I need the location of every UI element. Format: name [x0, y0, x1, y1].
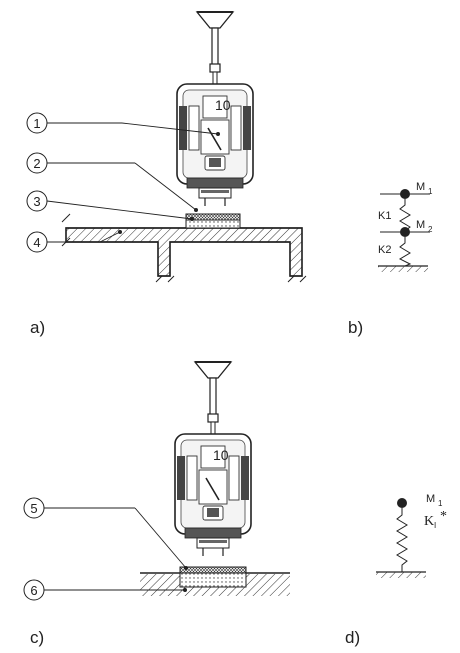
mass-m2-label: M [416, 219, 425, 231]
panel-d-model [376, 498, 426, 578]
panel-label-b: b) [348, 318, 363, 337]
mass-m1-subscript-d: 1 [438, 499, 443, 508]
callout-4: 4 [26, 230, 122, 253]
spring-k2-label: K2 [378, 244, 391, 256]
callout-5: 5 [23, 497, 188, 570]
panel-b-model [378, 189, 430, 272]
panel-label-d: d) [345, 628, 360, 647]
callout-2: 2 [26, 152, 198, 212]
mass-m1-label: M [416, 181, 425, 193]
spring-k1-star-label: K [424, 514, 434, 529]
mass-m2-subscript: 2 [428, 225, 433, 234]
mass-m1-subscript: 1 [428, 187, 433, 196]
spring-k1-star-asterisk: * [440, 509, 447, 524]
callout-3: 3 [26, 190, 194, 221]
mass-m1-label-d: M [426, 493, 435, 505]
panel-label-a: a) [30, 318, 45, 337]
machine-display-a: 10 [215, 97, 231, 113]
spring-k1-label: K1 [378, 210, 391, 222]
svg-text:2: 2 [33, 156, 40, 171]
svg-text:4: 4 [33, 235, 40, 250]
svg-text:5: 5 [30, 501, 37, 516]
svg-text:1: 1 [33, 116, 40, 131]
machine-display-c: 10 [213, 447, 229, 463]
panel-c-drawing [140, 361, 290, 596]
svg-text:6: 6 [30, 583, 37, 598]
panel-a-drawing [61, 11, 307, 283]
callout-1: 1 [26, 112, 220, 136]
spring-k1-star-subscript: I [434, 521, 436, 530]
svg-text:3: 3 [33, 194, 40, 209]
callout-6: 6 [23, 579, 187, 601]
panel-label-c: c) [30, 628, 44, 647]
